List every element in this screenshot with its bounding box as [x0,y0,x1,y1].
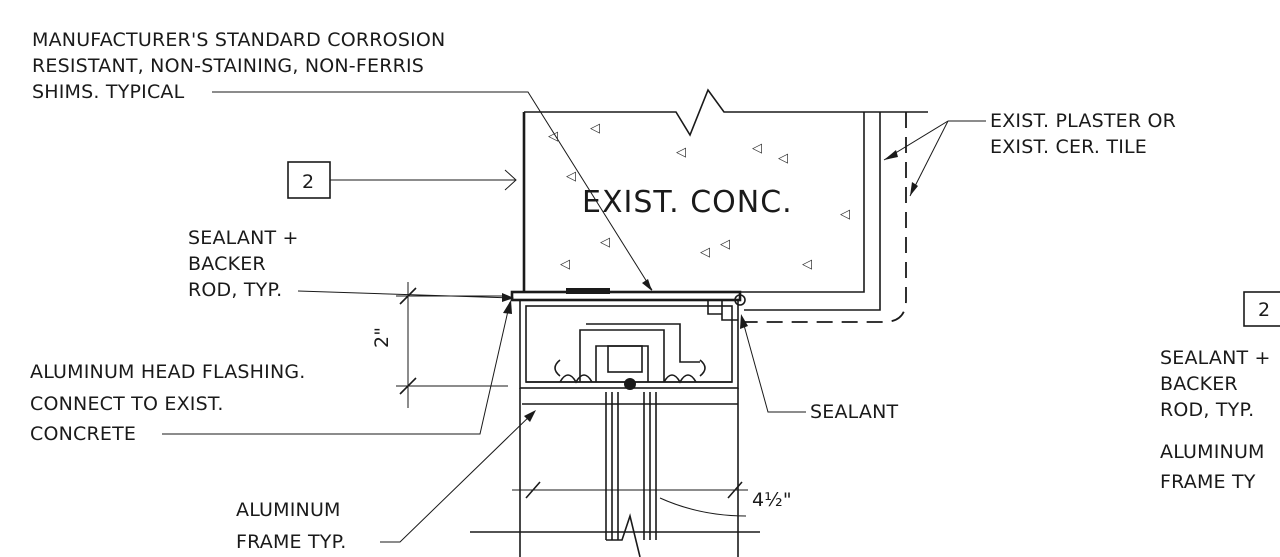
dimension-2in [396,282,508,408]
right-sealant-line3: ROD, TYP. [1160,399,1254,421]
svg-text:◁: ◁ [590,121,600,136]
detail-tag-left-number: 2 [302,171,314,193]
svg-text:◁: ◁ [676,145,686,160]
plaster-note-line1: EXIST. PLASTER OR [990,110,1176,132]
frame-arrow [524,410,536,422]
svg-text:◁: ◁ [700,245,710,260]
plaster-leader-b [909,120,949,197]
concrete-label: EXIST. CONC. [582,185,793,220]
right-sealant-line2: BACKER [1160,373,1238,395]
flashing-note-line1: ALUMINUM HEAD FLASHING. [30,361,306,383]
shims-leader [212,91,653,291]
sealant-backer-leader [297,290,513,299]
plaster-line [744,112,881,311]
svg-text:◁: ◁ [720,237,730,252]
flashing-note-line2: CONNECT TO EXIST. [30,393,224,415]
sealant-backer-arrow [502,293,514,302]
svg-text:◁: ◁ [566,169,576,184]
detail-tag-right-number: 2 [1258,299,1270,321]
right-frame-line1: ALUMINUM [1160,441,1265,463]
dimension-2in-label: 2" [371,327,393,348]
frame-note-line2: FRAME TYP. [236,531,347,553]
tile-dashed-line [744,112,907,323]
plaster-note-line2: EXIST. CER. TILE [990,136,1147,158]
svg-text:◁: ◁ [600,235,610,250]
dimension-4half [512,481,748,517]
svg-text:◁: ◁ [752,141,762,156]
svg-text:◁: ◁ [778,151,788,166]
tag-leader-arrow [504,169,517,191]
detail-tag-right [1243,291,1280,327]
right-frame-line2: FRAME TY [1160,471,1256,493]
svg-text:◁: ◁ [840,207,850,222]
svg-text:◁: ◁ [548,129,558,144]
flashing-arrow [503,300,512,314]
flashing-note-line3: CONCRETE [30,423,136,445]
frame-leader [380,411,535,543]
aluminum-frame-head [510,288,746,390]
shims-note-line1: MANUFACTURER'S STANDARD CORROSION [32,29,445,51]
svg-text:◁: ◁ [560,257,570,272]
shims-note-line3: SHIMS. TYPICAL [32,81,185,103]
sealant-leader [741,317,806,413]
frame-and-glazing [470,388,760,557]
dimension-4half-label: 4½" [752,489,792,511]
frame-note-line1: ALUMINUM [236,499,341,521]
sealant-label: SEALANT [810,401,898,423]
plaster-arrow-a [884,150,898,160]
sealant-backer-line1: SEALANT + [188,227,299,249]
sealant-backer-line2: BACKER [188,253,266,275]
flashing-leader [162,301,511,435]
sealant-backer-line3: ROD, TYP. [188,279,282,301]
shims-leader-arrow [642,279,652,291]
plaster-arrow-b [910,182,918,196]
sealant-arrow [740,314,748,329]
right-sealant-line1: SEALANT + [1160,347,1271,369]
svg-text:◁: ◁ [802,257,812,272]
shims-note-line2: RESISTANT, NON-STAINING, NON-FERRIS [32,55,424,77]
